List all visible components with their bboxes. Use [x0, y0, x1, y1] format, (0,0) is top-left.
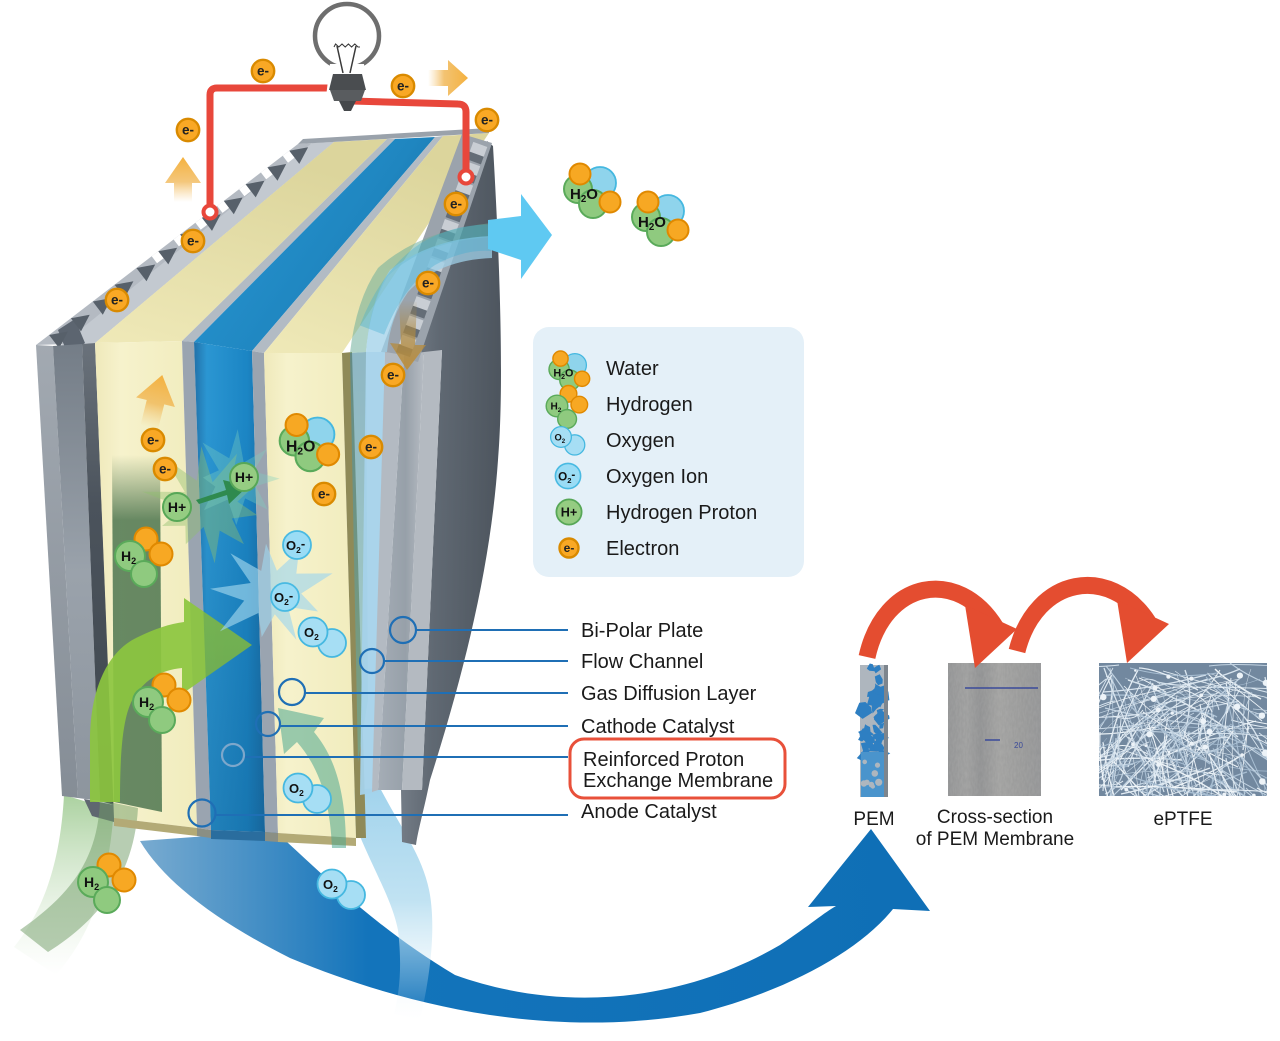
svg-text:e-: e- [257, 64, 269, 79]
svg-text:e-: e- [397, 79, 409, 94]
svg-text:ePTFE: ePTFE [1153, 809, 1212, 830]
svg-text:20: 20 [1014, 741, 1023, 750]
svg-text:Water: Water [606, 358, 659, 380]
svg-text:H2O: H2O [286, 438, 315, 457]
svg-text:Oxygen Ion: Oxygen Ion [606, 466, 708, 488]
svg-text:Anode Catalyst: Anode Catalyst [581, 801, 717, 823]
svg-text:e-: e- [365, 440, 377, 455]
svg-text:Electron: Electron [606, 538, 679, 560]
svg-text:Flow Channel: Flow Channel [581, 651, 703, 673]
svg-text:of PEM Membrane: of PEM Membrane [916, 829, 1074, 850]
svg-text:H+: H+ [235, 469, 253, 485]
svg-text:e-: e- [481, 113, 493, 128]
svg-text:e-: e- [159, 462, 171, 477]
svg-text:e-: e- [182, 123, 194, 138]
svg-text:H2O: H2O [570, 186, 598, 205]
svg-text:Bi-Polar Plate: Bi-Polar Plate [581, 620, 703, 642]
svg-text:H2: H2 [551, 402, 562, 414]
svg-text:e-: e- [422, 276, 434, 291]
svg-text:H2O: H2O [553, 368, 573, 381]
svg-text:PEM: PEM [853, 809, 894, 830]
svg-text:e-: e- [450, 197, 462, 212]
svg-text:Hydrogen: Hydrogen [606, 394, 693, 416]
svg-text:Oxygen: Oxygen [606, 430, 675, 452]
svg-text:Cathode Catalyst: Cathode Catalyst [581, 716, 735, 738]
svg-text:O2: O2 [555, 433, 566, 445]
svg-text:Reinforced Proton: Reinforced Proton [583, 749, 744, 771]
svg-text:H+: H+ [561, 506, 577, 520]
svg-text:Exchange Membrane: Exchange Membrane [583, 770, 773, 792]
svg-text:e-: e- [111, 293, 123, 308]
svg-text:Gas Diffusion Layer: Gas Diffusion Layer [581, 683, 757, 705]
svg-text:e-: e- [318, 487, 330, 502]
svg-text:H+: H+ [168, 499, 186, 515]
svg-text:O2-: O2- [274, 588, 293, 607]
svg-text:e-: e- [147, 433, 159, 448]
svg-text:O2-: O2- [286, 536, 305, 555]
svg-text:Hydrogen Proton: Hydrogen Proton [606, 502, 757, 524]
svg-text:e-: e- [387, 368, 399, 383]
svg-text:e-: e- [564, 541, 575, 555]
svg-text:Cross-section: Cross-section [937, 807, 1053, 828]
svg-text:H2O: H2O [638, 214, 666, 233]
svg-text:O2-: O2- [558, 469, 575, 486]
svg-text:e-: e- [187, 234, 199, 249]
